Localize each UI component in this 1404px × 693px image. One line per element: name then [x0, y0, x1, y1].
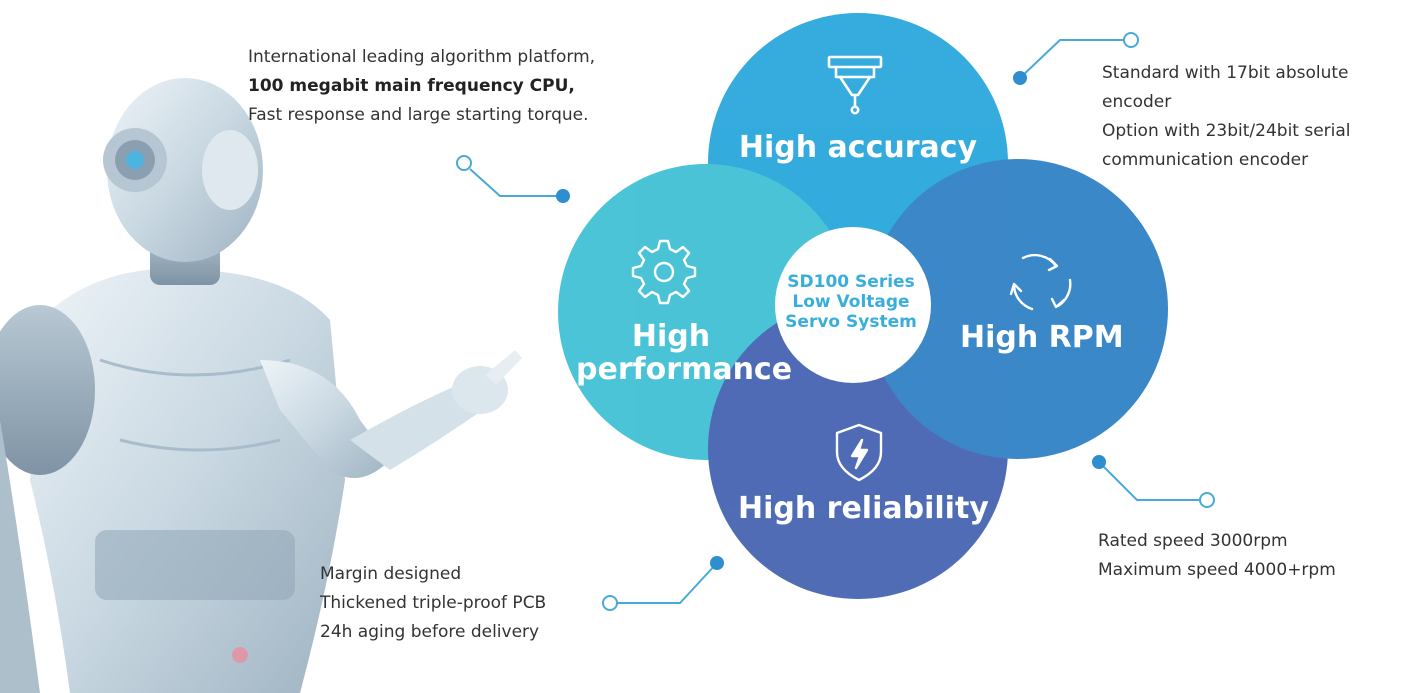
description-rpm: Rated speed 3000rpm Maximum speed 4000+r…	[1098, 527, 1336, 585]
dot-performance	[556, 189, 570, 203]
center-line-1: SD100 Series	[787, 272, 915, 292]
title-high-performance-line2: performance	[576, 352, 793, 387]
description-reliability: Margin designed Thickened triple-proof P…	[320, 560, 546, 647]
accuracy-desc-line-2: encoder	[1102, 92, 1172, 112]
accuracy-desc-line-3: Option with 23bit/24bit serial	[1102, 121, 1351, 141]
center-line-3: Servo System	[785, 312, 917, 332]
feature-circles	[558, 13, 1168, 599]
performance-desc-line-1: International leading algorithm platform…	[248, 47, 596, 67]
circle-high-rpm	[868, 159, 1168, 459]
title-high-accuracy: High accuracy	[738, 130, 978, 165]
dot-accuracy	[1013, 71, 1027, 85]
description-accuracy: Standard with 17bit absolute encoder Opt…	[1102, 59, 1351, 175]
reliability-desc-line-2: Thickened triple-proof PCB	[320, 593, 547, 613]
rpm-desc-line-1: Rated speed 3000rpm	[1098, 531, 1288, 551]
dot-rpm	[1092, 455, 1106, 469]
description-performance: International leading algorithm platform…	[248, 43, 595, 130]
title-high-rpm: High RPM	[960, 320, 1124, 355]
performance-desc-line-2: 100 megabit main frequency CPU,	[248, 76, 575, 96]
center-series-label: SD100 Series Low Voltage Servo System	[773, 272, 929, 332]
title-high-reliability: High reliability	[738, 491, 989, 526]
gear-icon	[631, 239, 697, 305]
robot-illustration	[0, 78, 522, 693]
rotate-arrows-icon	[1009, 253, 1072, 311]
nozzle-icon	[827, 55, 883, 115]
center-line-2: Low Voltage	[792, 292, 910, 312]
reliability-desc-line-3: 24h aging before delivery	[320, 622, 540, 642]
performance-desc-line-3: Fast response and large starting torque.	[248, 105, 589, 125]
title-high-performance-line1: High	[631, 319, 711, 354]
accuracy-desc-line-4: communication encoder	[1102, 150, 1309, 170]
reliability-desc-line-1: Margin designed	[320, 564, 462, 584]
rpm-desc-line-2: Maximum speed 4000+rpm	[1098, 560, 1336, 580]
shield-lightning-icon	[835, 423, 883, 482]
accuracy-desc-line-1: Standard with 17bit absolute	[1102, 63, 1349, 83]
center-circle	[775, 227, 931, 383]
dot-reliability	[710, 556, 724, 570]
